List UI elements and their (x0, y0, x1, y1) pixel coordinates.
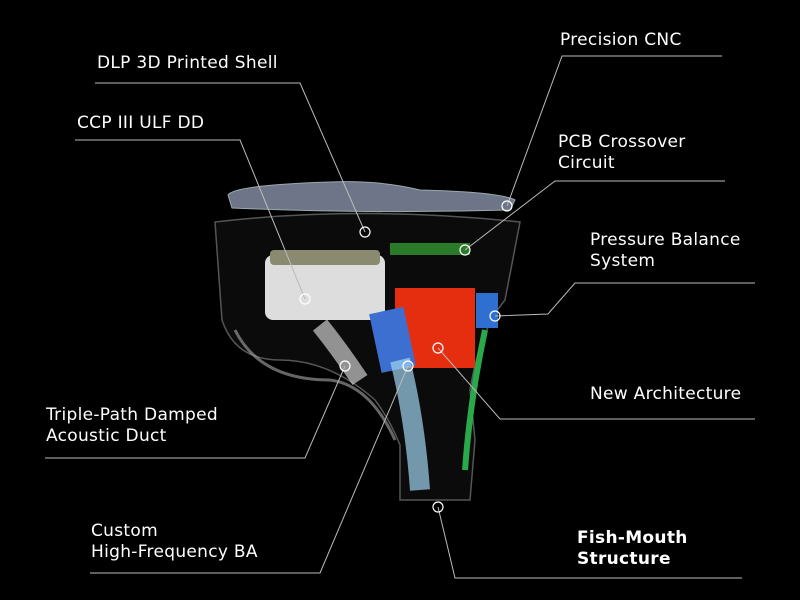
label-line: Pressure Balance (590, 230, 741, 250)
leader-lines (45, 55, 755, 579)
label-ccp-dd: CCP III ULF DD (77, 113, 205, 133)
label-line: Triple-Path Damped (46, 405, 218, 425)
label-new-architecture: New Architecture (590, 384, 742, 404)
pcb (390, 243, 470, 255)
dynamic-driver (265, 255, 385, 320)
label-line: Structure (577, 549, 671, 569)
label-dlp-shell: DLP 3D Printed Shell (97, 53, 278, 73)
earphone-illustration (214, 181, 521, 501)
ba-driver (369, 306, 416, 373)
label-line: High-Frequency BA (91, 542, 258, 562)
label-line: Custom (91, 521, 158, 541)
callout-markers (299, 200, 513, 513)
label-precision-cnc: Precision CNC (560, 30, 682, 50)
label-line: Fish-Mouth (577, 528, 688, 548)
pressure-valve (476, 293, 498, 328)
label-line: Acoustic Duct (46, 426, 167, 446)
label-line: System (590, 251, 656, 271)
label-line: Circuit (558, 153, 615, 173)
label-line: PCB Crossover (558, 132, 686, 152)
cnc-faceplate (227, 181, 516, 213)
